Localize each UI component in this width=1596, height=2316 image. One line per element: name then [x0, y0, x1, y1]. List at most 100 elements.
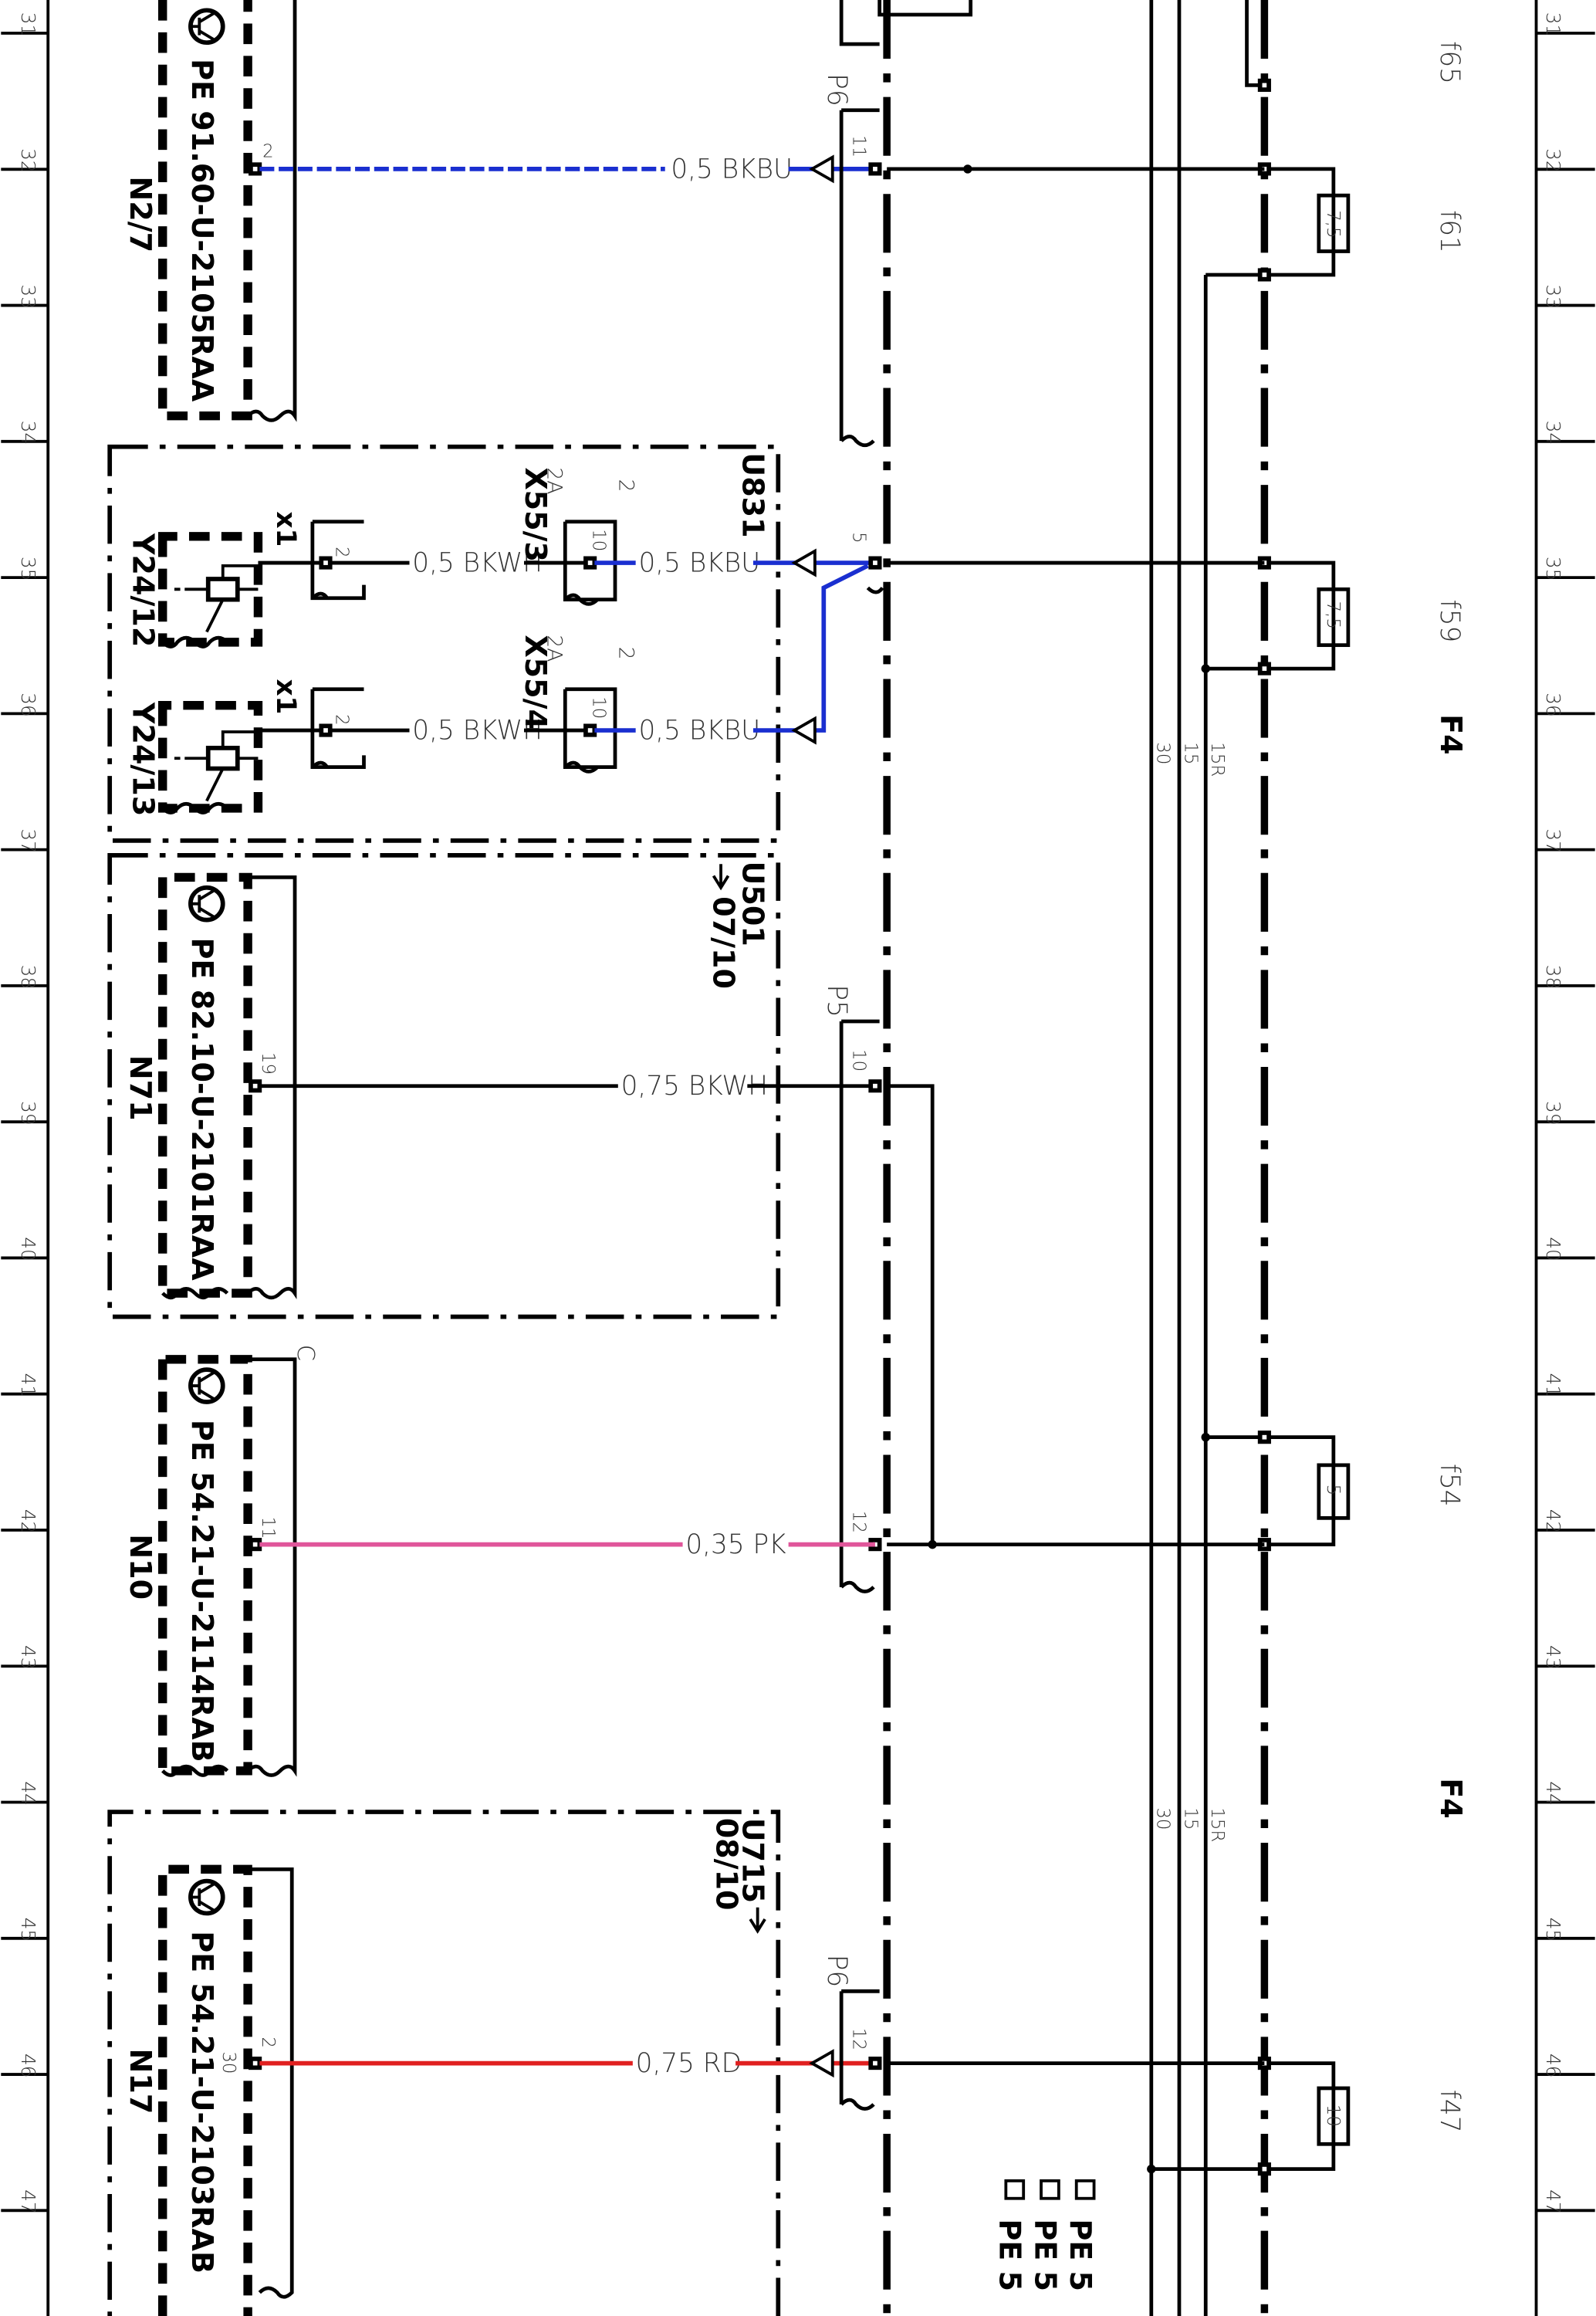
- pin-x1-a: 2: [331, 547, 351, 558]
- valve-y24-13: Y24/13: [127, 700, 263, 816]
- grid-row-label-left: 35: [17, 557, 39, 581]
- valve-y24-12-label: Y24/12: [127, 533, 161, 647]
- module-n71-name: N71: [123, 1055, 157, 1121]
- wire-n2-7: 0,5 BKBU: [259, 154, 1265, 185]
- grid-row-label-left: 45: [17, 1918, 39, 1942]
- splice-u831-box: U831: [107, 444, 781, 843]
- wire-n17: 0,75 RD: [259, 2048, 1265, 2079]
- bus-label-15: 15: [1181, 742, 1201, 764]
- pin-x55-4-top: 2: [614, 647, 638, 660]
- wire-n10-label: 0,35 PK: [685, 1529, 786, 1560]
- pin-x55-4-in: 10: [588, 696, 608, 719]
- module-n17-ref: PE 54.21-U-2103RAB: [185, 1931, 219, 2274]
- grid-row-label-right: 39: [1542, 1101, 1564, 1125]
- module-n17: PE 54.21-U-2103RAB N17 2 30: [123, 1864, 294, 2316]
- fuse-f47-label: f47: [1434, 2090, 1465, 2133]
- bottom-ref-1: PE 5: [1063, 2219, 1097, 2291]
- module-n10-ref: PE 54.21-U-2114RAB: [185, 1420, 219, 1762]
- fuse-f65-label: f65: [1434, 41, 1465, 84]
- pin-n71: 19: [258, 1052, 278, 1075]
- module-n2-7-ref: PE 91.60-U-2105RAA: [185, 59, 219, 402]
- module-n71: PE 82.10-U-2101RAA N71 19: [123, 872, 297, 1300]
- pin-n10: 11: [258, 1516, 278, 1539]
- pin-x55-3-2a: 2A: [542, 467, 566, 494]
- fuse-f59-rating: 7,5: [1323, 601, 1343, 629]
- grid-row-label-left: 38: [17, 965, 39, 989]
- grid-row-label-left: 43: [17, 1645, 39, 1669]
- wire-n10: 0,35 PK: [259, 1529, 1265, 1560]
- grid-row-label-right: 38: [1542, 965, 1564, 989]
- grid-row-label-left: 37: [17, 828, 39, 852]
- wire-n17-label: 0,75 RD: [636, 2048, 742, 2079]
- splice-u715-ref: 08/10: [709, 1818, 743, 1911]
- grid-row-label-left: 42: [17, 1509, 39, 1533]
- grid-row-label-left: 39: [17, 1101, 39, 1125]
- grid-row-label-right: 32: [1542, 148, 1564, 172]
- grid-row-label-left: 33: [17, 284, 39, 308]
- splice-u501-label: U501: [736, 861, 770, 946]
- pin-n17-30: 30: [218, 2051, 238, 2074]
- grid-row-label-right: 45: [1542, 1918, 1564, 1942]
- grid-row-label-left: 40: [17, 1237, 39, 1261]
- bus-bars: 30 15 15R 30 15 15R: [1147, 0, 1265, 2316]
- wire-y24-12-a: 0,5 BKWH: [330, 547, 586, 578]
- connector-p5: P5 10 12: [821, 984, 882, 1593]
- pin-p6-11: 11: [848, 135, 868, 157]
- wire-n71: 0,75 BKWH: [259, 1071, 935, 1545]
- pin-n17-2: 2: [258, 2037, 278, 2048]
- grid-row-label-right: 44: [1542, 1781, 1564, 1805]
- connector-x1-a: x1 2: [258, 511, 366, 601]
- fuse-block: f65 7,5 f61 7,5 f59 F4 5 f54 F4 10 f47: [1245, 0, 1468, 2172]
- connector-p6-top: P6 11: [821, 73, 882, 448]
- connector-p6-top-label: P6: [821, 73, 852, 106]
- bus-label-30: 30: [1152, 742, 1172, 764]
- wire-y24-12-b: 0,5 BKBU 5: [594, 532, 1265, 594]
- connector-p5-label: P5: [821, 984, 852, 1017]
- pin-n2-7: 2: [262, 142, 274, 162]
- connector-x55-4-label: X55/4: [519, 635, 553, 730]
- grid-row-label-right: 33: [1542, 284, 1564, 308]
- grid-row-label-left: 31: [17, 12, 39, 36]
- grid-row-label-left: 47: [17, 2189, 39, 2213]
- grid-row-label-left: 34: [17, 421, 39, 445]
- fuse-block-label-f4-lower: F4: [1434, 1778, 1468, 1818]
- module-n10-name: N10: [123, 1534, 157, 1600]
- grid-row-label-right: 47: [1542, 2189, 1564, 2213]
- connector-x55-3: X55/3 2A 2 10: [519, 467, 638, 606]
- pin-x55-4-2a: 2A: [542, 635, 566, 662]
- bottom-ref-2: PE 5: [1028, 2219, 1062, 2291]
- module-n71-ref: PE 82.10-U-2101RAA: [185, 937, 219, 1281]
- connector-p6-bottom: P6 12: [821, 1955, 882, 2111]
- module-n2-7-name: N2/7: [123, 176, 157, 252]
- wire-y24-12-b-label: 0,5 BKBU: [638, 547, 760, 578]
- fuse-f47-rating: 10: [1323, 2104, 1343, 2127]
- grid-row-label-right: 37: [1542, 828, 1564, 852]
- bus-label-15-lower: 15: [1181, 1807, 1201, 1830]
- fuse-f54-label: f54: [1434, 1464, 1465, 1507]
- grid-row-label-right: 42: [1542, 1509, 1564, 1533]
- grid-row-label-left: 44: [17, 1781, 39, 1805]
- grid-row-label-left: 32: [17, 148, 39, 172]
- pin-n10-c: C: [292, 1345, 319, 1361]
- wire-y24-13-a: 0,5 BKWH: [330, 715, 586, 746]
- module-n17-name: N17: [123, 2049, 157, 2115]
- pin-p5-10: 10: [848, 1049, 868, 1072]
- module-n2-7: PE 91.60-U-2105RAA N2/7 2: [123, 0, 297, 422]
- grid-row-label-right: 46: [1542, 2054, 1564, 2077]
- fuse-block-label-f4-upper: F4: [1434, 714, 1468, 755]
- fuse-f54-rating: 5: [1323, 1485, 1343, 1496]
- grid-row-label-right: 34: [1542, 421, 1564, 445]
- grid-row-label-right: 36: [1542, 692, 1564, 716]
- splice-u715-box: U715 08/10: [107, 1810, 781, 2316]
- wire-y24-12-a-label: 0,5 BKWH: [412, 547, 543, 578]
- connector-x55-4: X55/4 2A 2 10: [519, 635, 638, 774]
- bus-label-15r: 15R: [1207, 742, 1227, 777]
- pin-x55-3-top: 2: [614, 479, 638, 493]
- pin-u831-5: 5: [848, 532, 868, 543]
- wire-y24-13-b: 0,5 BKBU: [594, 564, 869, 746]
- connector-p6-bottom-label: P6: [821, 1955, 852, 1987]
- splice-u715-label: U715: [736, 1818, 770, 1903]
